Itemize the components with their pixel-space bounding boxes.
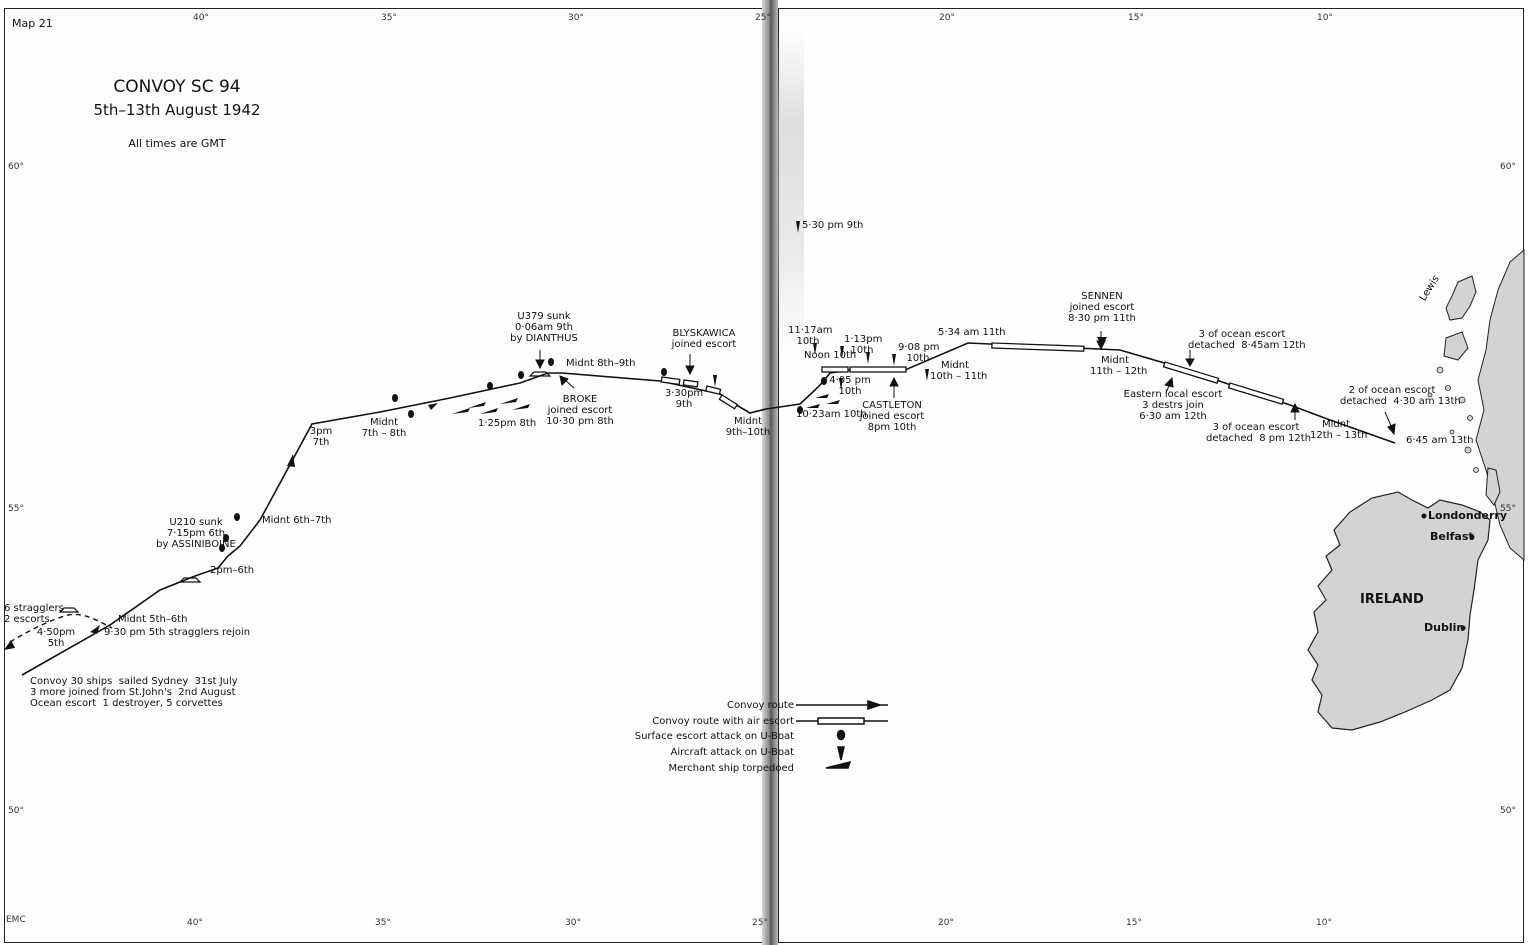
lat-right-60: 60°	[1500, 162, 1516, 172]
lat-left-50: 50°	[8, 806, 24, 816]
label-stragglers-rejoin: 9·30 pm 5th stragglers rejoin	[104, 627, 251, 638]
label-three-detached-8pm: 3 of ocean escort detached 8 pm 12th	[1206, 422, 1312, 445]
lon-bottom-15: 15°	[1126, 918, 1142, 928]
label-450pm: 4·50pm 5th	[36, 627, 76, 650]
lat-right-50: 50°	[1500, 806, 1516, 816]
label-midnt-12-13: Midnt 12th – 13th	[1310, 419, 1368, 442]
kintyre	[1485, 467, 1501, 506]
label-midnt-7-8: Midnt 7th – 8th	[361, 417, 407, 440]
label-two-detached: 2 of ocean escort detached 4·30 am 13th	[1340, 385, 1461, 408]
small-islands	[1427, 366, 1479, 473]
label-midnt-11-12: Midnt 11th – 12th	[1090, 355, 1148, 378]
legend-ship-torpedoed: Merchant ship torpedoed	[668, 763, 794, 774]
legend-symbols	[796, 699, 888, 769]
lewis-island	[1445, 275, 1477, 321]
label-534am-11: 5·34 am 11th	[938, 327, 1006, 338]
lon-bottom-35: 35°	[375, 918, 391, 928]
lon-top-20: 20°	[939, 13, 955, 23]
map-dates: 5th–13th August 1942	[93, 101, 261, 119]
surface-attack-symbols	[219, 358, 827, 552]
label-three-detached-845: 3 of ocean escort detached 8·45am 12th	[1188, 329, 1306, 352]
lon-bottom-25: 25°	[752, 918, 768, 928]
label-sennen: SENNEN joined escort 8·30 pm 11th	[1068, 291, 1136, 325]
label-eastern-local: Eastern local escort 3 destrs join 6·30 …	[1123, 389, 1223, 423]
lat-right-55: 55°	[1500, 504, 1516, 514]
map-credit: EMC	[6, 915, 26, 925]
label-midnt-9-10: Midnt 9th–10th	[725, 416, 771, 439]
label-midnt-5-6: Midnt 5th–6th	[118, 614, 188, 625]
scotland-landmass	[1475, 248, 1525, 562]
lon-bottom-40: 40°	[187, 918, 203, 928]
label-u379-sunk: U379 sunk 0·06am 9th by DIANTHUS	[510, 311, 578, 345]
ireland-landmass	[1307, 491, 1491, 731]
label-125pm-8: 1·25pm 8th	[478, 418, 537, 429]
label-convoy-sailed: Convoy 30 ships sailed Sydney 31st July …	[30, 676, 238, 710]
town-dots	[1421, 513, 1475, 631]
label-645am-13: 6·45 am 13th	[1406, 435, 1474, 446]
map-time-note: All times are GMT	[128, 137, 226, 150]
uboat-sunk-symbols	[58, 371, 552, 613]
label-broke: BROKE joined escort 10·30 pm 8th	[546, 394, 614, 428]
label-u210-sunk: U210 sunk 7·15pm 6th by ASSINIBOINE	[156, 517, 236, 551]
legend-aircraft-attack: Aircraft attack on U-Boat	[670, 747, 795, 758]
skye-island	[1443, 331, 1469, 361]
label-3pm-7: 3pm 7th	[309, 426, 333, 449]
lon-bottom-10: 10°	[1316, 918, 1332, 928]
label-330pm-9: 3·30pm 9th	[664, 388, 704, 411]
page-smudge	[778, 30, 804, 350]
place-ireland: IRELAND	[1360, 592, 1424, 607]
legend-air-escort: Convoy route with air escort	[652, 716, 794, 727]
legend-surface-attack: Surface escort attack on U-Boat	[634, 731, 794, 742]
label-2pm-6: 2pm–6th	[210, 565, 255, 576]
label-405pm-10: 4·05 pm 10th	[829, 375, 871, 398]
air-escort-segments	[660, 342, 1285, 410]
place-dublin: Dublin	[1424, 621, 1465, 634]
label-blyskawica: BLYSKAWICA joined escort	[671, 328, 737, 351]
right-map-page	[778, 8, 1524, 943]
label-castleton: CASTLETON joined escort 8pm 10th	[859, 400, 925, 434]
aircraft-attack-symbols	[713, 221, 929, 390]
straggler-route	[9, 613, 113, 643]
map-number: Map 21	[12, 17, 53, 30]
map-title: CONVOY SC 94	[113, 77, 241, 97]
route-direction-arrows	[4, 337, 1107, 650]
label-908pm-10: 9·08 pm 10th	[898, 342, 940, 365]
label-midnt-10-11: Midnt 10th – 11th	[930, 360, 988, 383]
lon-bottom-20: 20°	[938, 918, 954, 928]
lon-top-30: 30°	[568, 13, 584, 23]
label-stragglers: 6 stragglers 2 escorts	[4, 603, 64, 626]
lon-top-40: 40°	[193, 13, 209, 23]
lon-top-35: 35°	[381, 13, 397, 23]
left-map-page	[4, 8, 764, 943]
legend-convoy-route: Convoy route	[727, 700, 794, 711]
label-midnt-6-7: Midnt 6th–7th	[262, 515, 332, 526]
pointer-arrows	[535, 331, 1396, 436]
label-noon-10: Noon 10th	[804, 350, 857, 361]
lon-top-15: 15°	[1128, 13, 1144, 23]
place-londonderry: Londonderry	[1428, 509, 1508, 522]
lat-left-55: 55°	[8, 504, 24, 514]
label-midnt-8-9: Midnt 8th–9th	[566, 358, 636, 369]
torpedoed-ship-symbols	[452, 394, 840, 414]
lon-bottom-30: 30°	[565, 918, 581, 928]
lon-top-25: 25°	[755, 13, 771, 23]
label-113pm-10: 1·13pm 10th	[844, 334, 883, 357]
lat-left-60: 60°	[8, 162, 24, 172]
label-1117am-10: 11·17am 10th	[788, 325, 833, 348]
label-1023am-10: 10·23am 10th	[796, 409, 867, 420]
place-belfast: Belfast	[1430, 530, 1474, 543]
book-gutter	[762, 0, 778, 945]
label-530pm-9: 5·30 pm 9th	[802, 220, 864, 231]
lon-top-10: 10°	[1317, 13, 1333, 23]
